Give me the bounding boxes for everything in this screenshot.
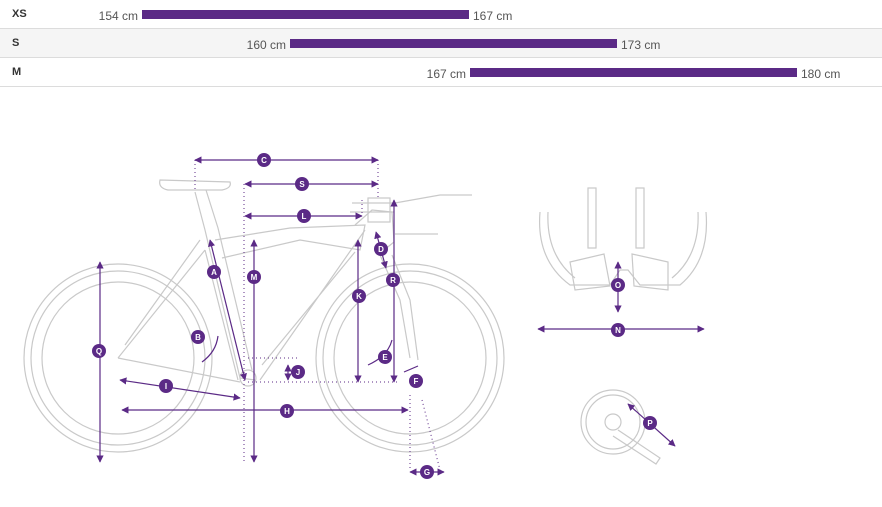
marker-n: N xyxy=(611,323,625,337)
range-min: 160 cm xyxy=(246,38,286,52)
svg-text:H: H xyxy=(284,407,290,416)
range-max: 180 cm xyxy=(801,67,841,81)
svg-text:G: G xyxy=(424,468,430,477)
handlebar-detail xyxy=(538,187,708,291)
reference-lines xyxy=(194,160,441,471)
measurement-lines xyxy=(96,156,705,476)
marker-j: J xyxy=(291,365,305,379)
range-bar xyxy=(290,39,617,48)
svg-text:S: S xyxy=(299,180,305,189)
svg-text:O: O xyxy=(615,281,621,290)
size-row-m: M 167 cm 180 cm xyxy=(0,58,882,87)
size-row-xs: XS 154 cm 167 cm xyxy=(0,0,882,29)
svg-text:J: J xyxy=(296,368,300,377)
size-table: XS 154 cm 167 cm S 160 cm 173 cm M 167 c… xyxy=(0,0,882,87)
svg-text:A: A xyxy=(211,268,217,277)
size-label: S xyxy=(12,37,20,49)
svg-text:M: M xyxy=(251,273,258,282)
svg-text:K: K xyxy=(356,292,362,301)
range-min: 154 cm xyxy=(98,9,138,23)
svg-text:N: N xyxy=(615,326,621,335)
range-max: 173 cm xyxy=(621,38,661,52)
svg-text:F: F xyxy=(414,377,419,386)
marker-l: L xyxy=(297,209,311,223)
marker-b: B xyxy=(191,330,205,344)
marker-r: R xyxy=(386,273,400,287)
marker-f: F xyxy=(409,374,423,388)
marker-o: O xyxy=(611,278,625,292)
marker-c: C xyxy=(257,153,271,167)
marker-i: I xyxy=(159,379,173,393)
markers: C S L A M D R K B Q E J F I H G O N P xyxy=(92,153,657,479)
marker-k: K xyxy=(352,289,366,303)
marker-a: A xyxy=(207,265,221,279)
marker-g: G xyxy=(420,465,434,479)
svg-text:E: E xyxy=(382,353,388,362)
geometry-diagram: C S L A M D R K B Q E J F I H G O N P xyxy=(23,153,708,479)
marker-h: H xyxy=(280,404,294,418)
bike-frame xyxy=(23,179,505,453)
marker-e: E xyxy=(378,350,392,364)
svg-text:B: B xyxy=(195,333,201,342)
size-row-s: S 160 cm 173 cm xyxy=(0,29,882,58)
marker-q: Q xyxy=(92,344,106,358)
svg-text:I: I xyxy=(165,382,167,391)
range-min: 167 cm xyxy=(426,67,466,81)
svg-text:R: R xyxy=(390,276,396,285)
range-max: 167 cm xyxy=(473,9,513,23)
size-label: M xyxy=(12,66,22,78)
marker-p: P xyxy=(643,416,657,430)
size-label: XS xyxy=(12,8,27,20)
range-bar xyxy=(142,10,469,19)
range-bar xyxy=(470,68,797,77)
svg-text:L: L xyxy=(302,212,307,221)
marker-d: D xyxy=(374,242,388,256)
marker-m: M xyxy=(247,270,261,284)
marker-s: S xyxy=(295,177,309,191)
svg-text:D: D xyxy=(378,245,384,254)
svg-text:Q: Q xyxy=(96,347,102,356)
svg-text:P: P xyxy=(647,419,653,428)
svg-text:C: C xyxy=(261,156,267,165)
